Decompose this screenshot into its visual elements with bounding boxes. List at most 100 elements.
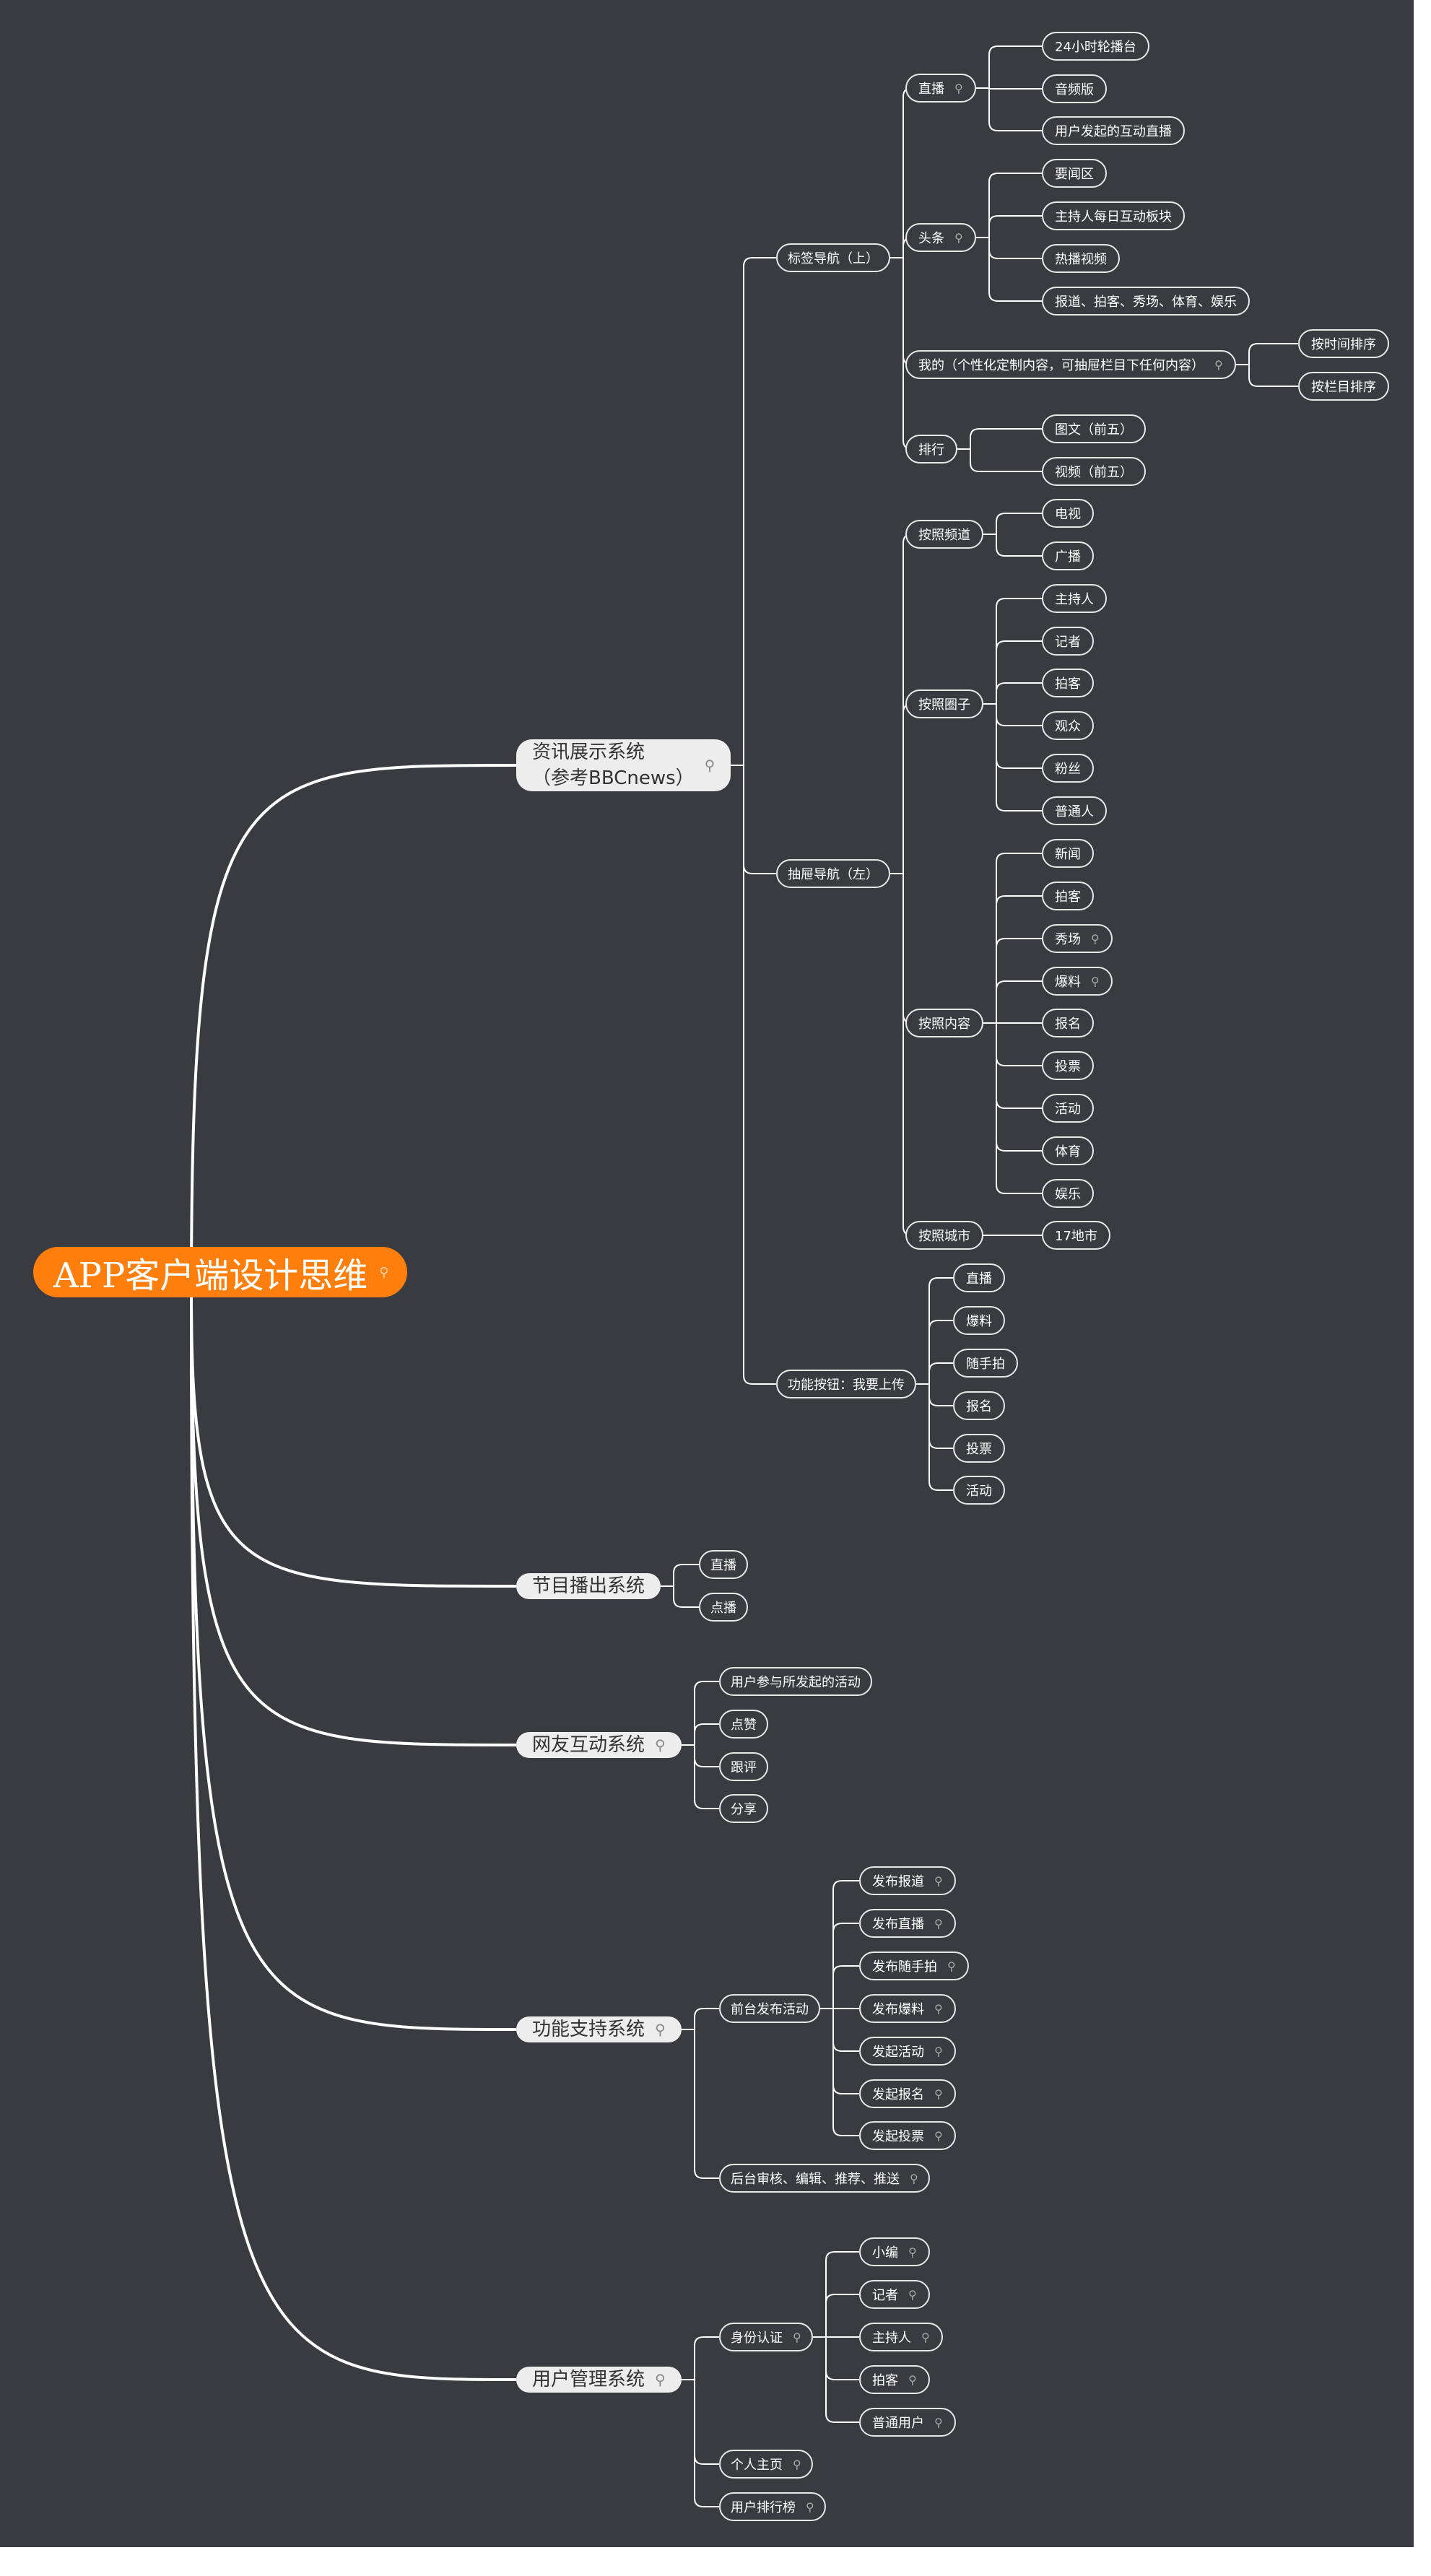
marker-icon: ⚲	[910, 2171, 918, 2185]
leaf-node[interactable]: 投票	[1042, 1051, 1094, 1080]
subtopic-node[interactable]: 拍客⚲	[859, 2365, 930, 2394]
subtopic-node[interactable]: 按照内容	[905, 1009, 983, 1037]
node-label: 节目播出系统	[532, 1575, 645, 1597]
subtopic-node[interactable]: 发起投票⚲	[859, 2121, 956, 2150]
leaf-node[interactable]: 报道、拍客、秀场、体育、娱乐	[1042, 287, 1250, 316]
subtopic-node[interactable]: 活动	[953, 1476, 1005, 1505]
leaf-node[interactable]: 活动	[1042, 1094, 1094, 1123]
leaf-node[interactable]: 视频（前五）	[1042, 457, 1146, 486]
subtopic-node[interactable]: 头条⚲	[905, 223, 976, 252]
subtopic-node[interactable]: 投票	[953, 1434, 1005, 1463]
leaf-node[interactable]: 音频版	[1042, 74, 1107, 103]
leaf-node[interactable]: 爆料⚲	[1042, 967, 1113, 996]
node-label: 身份认证	[731, 2331, 783, 2346]
leaf-node[interactable]: 17地市	[1042, 1221, 1110, 1250]
subtopic-node[interactable]: 直播⚲	[905, 74, 976, 103]
leaf-node[interactable]: 粉丝	[1042, 754, 1094, 783]
connector-line	[682, 1744, 719, 1767]
subtopic-node[interactable]: 功能按钮：我要上传	[776, 1370, 916, 1398]
marker-icon: ⚲	[908, 2245, 917, 2259]
leaf-node[interactable]: 广播	[1042, 541, 1094, 570]
topic-node-3[interactable]: 网友互动系统⚲	[516, 1732, 682, 1758]
node-label: 电视	[1055, 507, 1081, 522]
subtopic-node[interactable]: 普通用户⚲	[859, 2408, 956, 2437]
connector-line	[190, 1294, 517, 2381]
leaf-node[interactable]: 图文（前五）	[1042, 414, 1146, 443]
marker-icon: ⚲	[1214, 357, 1223, 372]
node-label: 视频（前五）	[1055, 465, 1133, 480]
subtopic-node[interactable]: 小编⚲	[859, 2237, 930, 2266]
subtopic-node[interactable]: 抽屉导航（左）	[776, 859, 890, 888]
subtopic-node[interactable]: 直播	[953, 1263, 1005, 1292]
node-label: 用户参与所发起的活动	[731, 1675, 861, 1690]
leaf-node[interactable]: 秀场⚲	[1042, 924, 1113, 953]
leaf-node[interactable]: 24小时轮播台	[1042, 32, 1149, 61]
subtopic-node[interactable]: 标签导航（上）	[776, 243, 890, 272]
node-label: 直播	[918, 82, 944, 97]
subtopic-node[interactable]: 发布随手拍⚲	[859, 1951, 969, 1980]
node-label: 17地市	[1055, 1229, 1097, 1244]
subtopic-node[interactable]: 跟评	[719, 1752, 768, 1781]
subtopic-node[interactable]: 按照城市	[905, 1221, 983, 1250]
leaf-node[interactable]: 热播视频	[1042, 244, 1120, 273]
connector-line	[916, 1383, 953, 1449]
connector-line	[983, 703, 1042, 726]
leaf-node[interactable]: 观众	[1042, 711, 1094, 740]
subtopic-node[interactable]: 报名	[953, 1391, 1005, 1420]
subtopic-node[interactable]: 按照频道	[905, 520, 983, 549]
subtopic-node[interactable]: 按照圈子	[905, 689, 983, 718]
subtopic-node[interactable]: 记者⚲	[859, 2280, 930, 2309]
leaf-node[interactable]: 体育	[1042, 1136, 1094, 1165]
leaf-node[interactable]: 主持人	[1042, 584, 1107, 613]
subtopic-node[interactable]: 用户排行榜⚲	[719, 2492, 826, 2521]
subtopic-node[interactable]: 后台审核、编辑、推荐、推送⚲	[719, 2164, 930, 2193]
connector-line	[682, 1681, 719, 1746]
subtopic-node[interactable]: 用户参与所发起的活动	[719, 1667, 872, 1696]
leaf-node[interactable]: 娱乐	[1042, 1179, 1094, 1208]
leaf-node[interactable]: 新闻	[1042, 839, 1094, 868]
leaf-node[interactable]: 用户发起的互动直播	[1042, 116, 1185, 145]
topic-node-2[interactable]: 节目播出系统	[516, 1573, 661, 1599]
subtopic-node[interactable]: 分享	[719, 1794, 768, 1823]
subtopic-node[interactable]: 前台发布活动	[719, 1994, 820, 2023]
marker-icon: ⚲	[1091, 931, 1100, 946]
root-node[interactable]: APP客户端设计思维⚲	[33, 1247, 408, 1297]
leaf-node[interactable]: 要闻区	[1042, 159, 1107, 188]
leaf-node[interactable]: 按栏目排序	[1298, 372, 1389, 401]
topic-node-4[interactable]: 功能支持系统⚲	[516, 2016, 682, 2042]
leaf-node[interactable]: 记者	[1042, 627, 1094, 656]
node-label: 活动	[1055, 1102, 1081, 1117]
subtopic-node[interactable]: 点播	[699, 1593, 748, 1622]
subtopic-node[interactable]: 发布直播⚲	[859, 1909, 956, 1938]
subtopic-node[interactable]: 发布爆料⚲	[859, 1994, 956, 2023]
leaf-node[interactable]: 拍客	[1042, 882, 1094, 910]
subtopic-node[interactable]: 我的（个性化定制内容，可抽屉栏目下任何内容）⚲	[905, 350, 1236, 379]
connector-line	[983, 938, 1042, 1024]
leaf-node[interactable]: 按时间排序	[1298, 329, 1389, 358]
leaf-node[interactable]: 主持人每日互动板块	[1042, 201, 1185, 230]
leaf-node[interactable]: 普通人	[1042, 796, 1107, 825]
subtopic-node[interactable]: 排行	[905, 435, 957, 464]
subtopic-node[interactable]: 点赞	[719, 1710, 768, 1739]
marker-icon: ⚲	[908, 2372, 917, 2387]
node-label: 随手拍	[966, 1357, 1005, 1372]
subtopic-node[interactable]: 随手拍	[953, 1349, 1018, 1378]
connector-line	[820, 2008, 859, 2136]
subtopic-node[interactable]: 身份认证⚲	[719, 2323, 813, 2351]
subtopic-node[interactable]: 发起活动⚲	[859, 2037, 956, 2066]
topic-node-1[interactable]: 资讯展示系统 （参考BBCnews）⚲	[516, 739, 731, 791]
subtopic-node[interactable]: 发起报名⚲	[859, 2079, 956, 2108]
leaf-node[interactable]: 拍客	[1042, 669, 1094, 697]
subtopic-node[interactable]: 发布报道⚲	[859, 1866, 956, 1895]
subtopic-node[interactable]: 主持人⚲	[859, 2323, 943, 2351]
node-label: 音频版	[1055, 82, 1094, 97]
marker-icon: ⚲	[379, 1264, 389, 1280]
connector-line	[661, 1585, 699, 1608]
subtopic-node[interactable]: 个人主页⚲	[719, 2450, 813, 2479]
leaf-node[interactable]: 电视	[1042, 499, 1094, 528]
marker-icon: ⚲	[934, 2044, 943, 2058]
subtopic-node[interactable]: 直播	[699, 1550, 748, 1579]
subtopic-node[interactable]: 爆料	[953, 1306, 1005, 1335]
topic-node-5[interactable]: 用户管理系统⚲	[516, 2367, 682, 2393]
leaf-node[interactable]: 报名	[1042, 1009, 1094, 1037]
